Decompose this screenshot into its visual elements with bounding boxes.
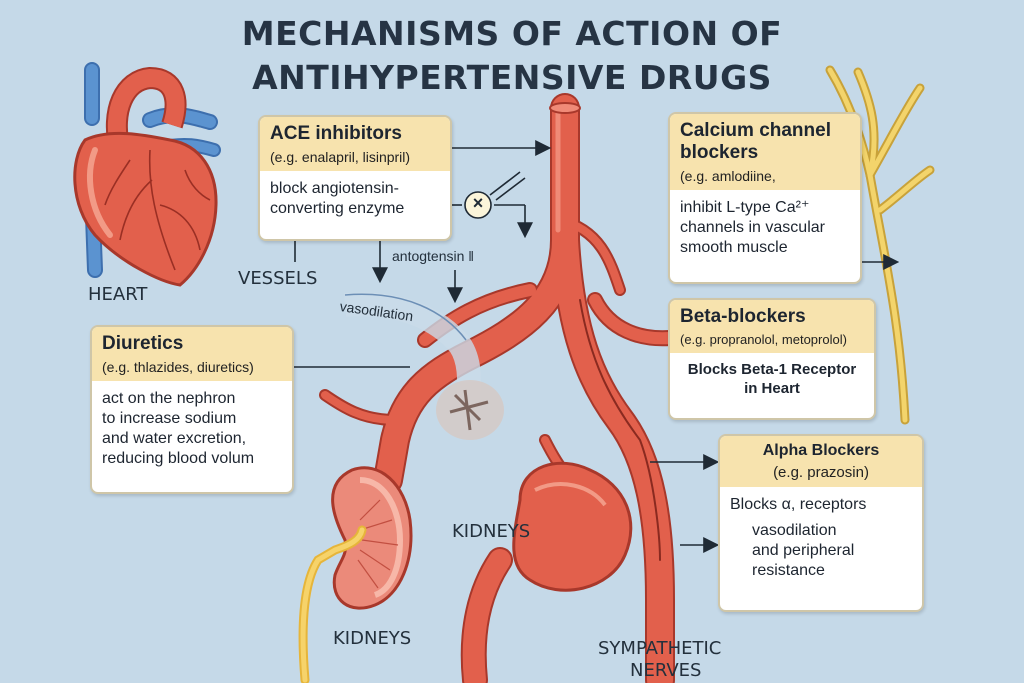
artery-top [549, 102, 581, 114]
diuretics-card-body: act on the nephron to increase sodium an… [92, 381, 292, 477]
kidneys-label-left: KIDNEYS [333, 628, 412, 649]
calcium-card-examples: (e.g. amlodiine, [680, 168, 776, 184]
calcium-channel-blockers-card: Calcium channel blockers (e.g. amlodiine… [668, 112, 862, 284]
inhibition-symbol-circle [464, 191, 492, 219]
alpha-card-line-1: Blocks α, receptors [730, 496, 867, 513]
inhibit-x-icon: × [472, 193, 484, 213]
alpha-card-title: Alpha Blockers [762, 442, 880, 459]
kidneys-label-center: KIDNEYS [452, 521, 531, 542]
vasodilation-band [343, 292, 481, 402]
diuretics-card: Diuretics (e.g. thlazides, diuretics) ac… [90, 325, 294, 494]
center-artifact [436, 380, 504, 440]
ace-card-line-1: block angiotensin- [270, 180, 399, 197]
beta-card-title: Beta-blockers [680, 306, 806, 327]
heart-illustration [73, 62, 221, 287]
title-line-1: MECHANISMS OF ACTION OF [241, 14, 783, 53]
connector-lines [292, 140, 900, 553]
diuretics-card-examples: (e.g. thlazides, diuretics) [102, 359, 254, 375]
alpha-card-header: Alpha Blockers (e.g. prazosin) [720, 436, 922, 487]
alpha-card-line-4: resistance [752, 562, 825, 579]
alpha-card-line-2: vasodilation [752, 522, 837, 539]
calcium-card-body: inhibit L-type Ca²⁺ channels in vascular… [670, 190, 860, 266]
sympathetic-label-line2: NERVES [630, 660, 702, 681]
ace-card-title: ACE inhibitors [270, 123, 402, 144]
calcium-card-line-1: inhibit L-type Ca²⁺ [680, 199, 810, 216]
title-line-2: ANTIHYPERTENSIVE DRUGS [252, 58, 772, 97]
calcium-card-header: Calcium channel blockers (e.g. amlodiine… [670, 114, 860, 190]
ace-card-body: block angiotensin- converting enzyme [260, 171, 450, 227]
ace-card-header: ACE inhibitors (e.g. enalapril, lisinpri… [260, 117, 450, 171]
central-kidney-shape [512, 461, 633, 592]
ace-card-examples: (e.g. enalapril, lisinpril) [270, 149, 411, 165]
beta-card-line-2: in Heart [744, 379, 800, 397]
diuretics-card-line-2: to increase sodium [102, 410, 237, 427]
angiotensin-label: antogtensin ǁ [392, 248, 475, 264]
calcium-card-title-line-2: blockers [680, 142, 759, 163]
left-kidney [298, 466, 413, 683]
diuretics-card-header: Diuretics (e.g. thlazides, diuretics) [92, 327, 292, 381]
diuretics-card-line-4: reducing blood volum [102, 450, 255, 467]
calcium-card-line-2: channels in vascular [680, 219, 825, 236]
alpha-blockers-card: Alpha Blockers (e.g. prazosin) Blocks α,… [718, 434, 924, 612]
sympathetic-label-line1: SYMPATHETIC [598, 638, 722, 659]
calcium-card-title-line-1: Calcium channel [680, 120, 831, 141]
alpha-card-line-3: and peripheral [752, 542, 855, 559]
beta-blockers-card: Beta-blockers (e.g. propranolol, metopro… [668, 298, 876, 420]
diuretics-card-line-1: act on the nephron [102, 390, 236, 407]
heart-label: HEART [88, 284, 148, 305]
beta-card-header: Beta-blockers (e.g. propranolol, metopro… [670, 300, 874, 353]
beta-card-line-1: Blocks Beta-1 Receptor [687, 361, 857, 378]
vessels-label: VESSELS [238, 268, 318, 289]
diuretics-card-line-3: and water excretion, [102, 430, 247, 447]
diuretics-card-title: Diuretics [102, 333, 184, 354]
beta-card-body: Blocks Beta-1 Receptor in Heart [670, 353, 874, 407]
ace-inhibitors-card: ACE inhibitors (e.g. enalapril, lisinpri… [258, 115, 452, 241]
calcium-card-line-3: smooth muscle [680, 239, 788, 256]
alpha-card-body: Blocks α, receptors vasodilation and per… [720, 487, 922, 589]
beta-card-examples: (e.g. propranolol, metoprolol) [680, 332, 847, 347]
alpha-card-examples: (e.g. prazosin) [773, 464, 869, 481]
ace-card-line-2: converting enzyme [270, 200, 405, 217]
